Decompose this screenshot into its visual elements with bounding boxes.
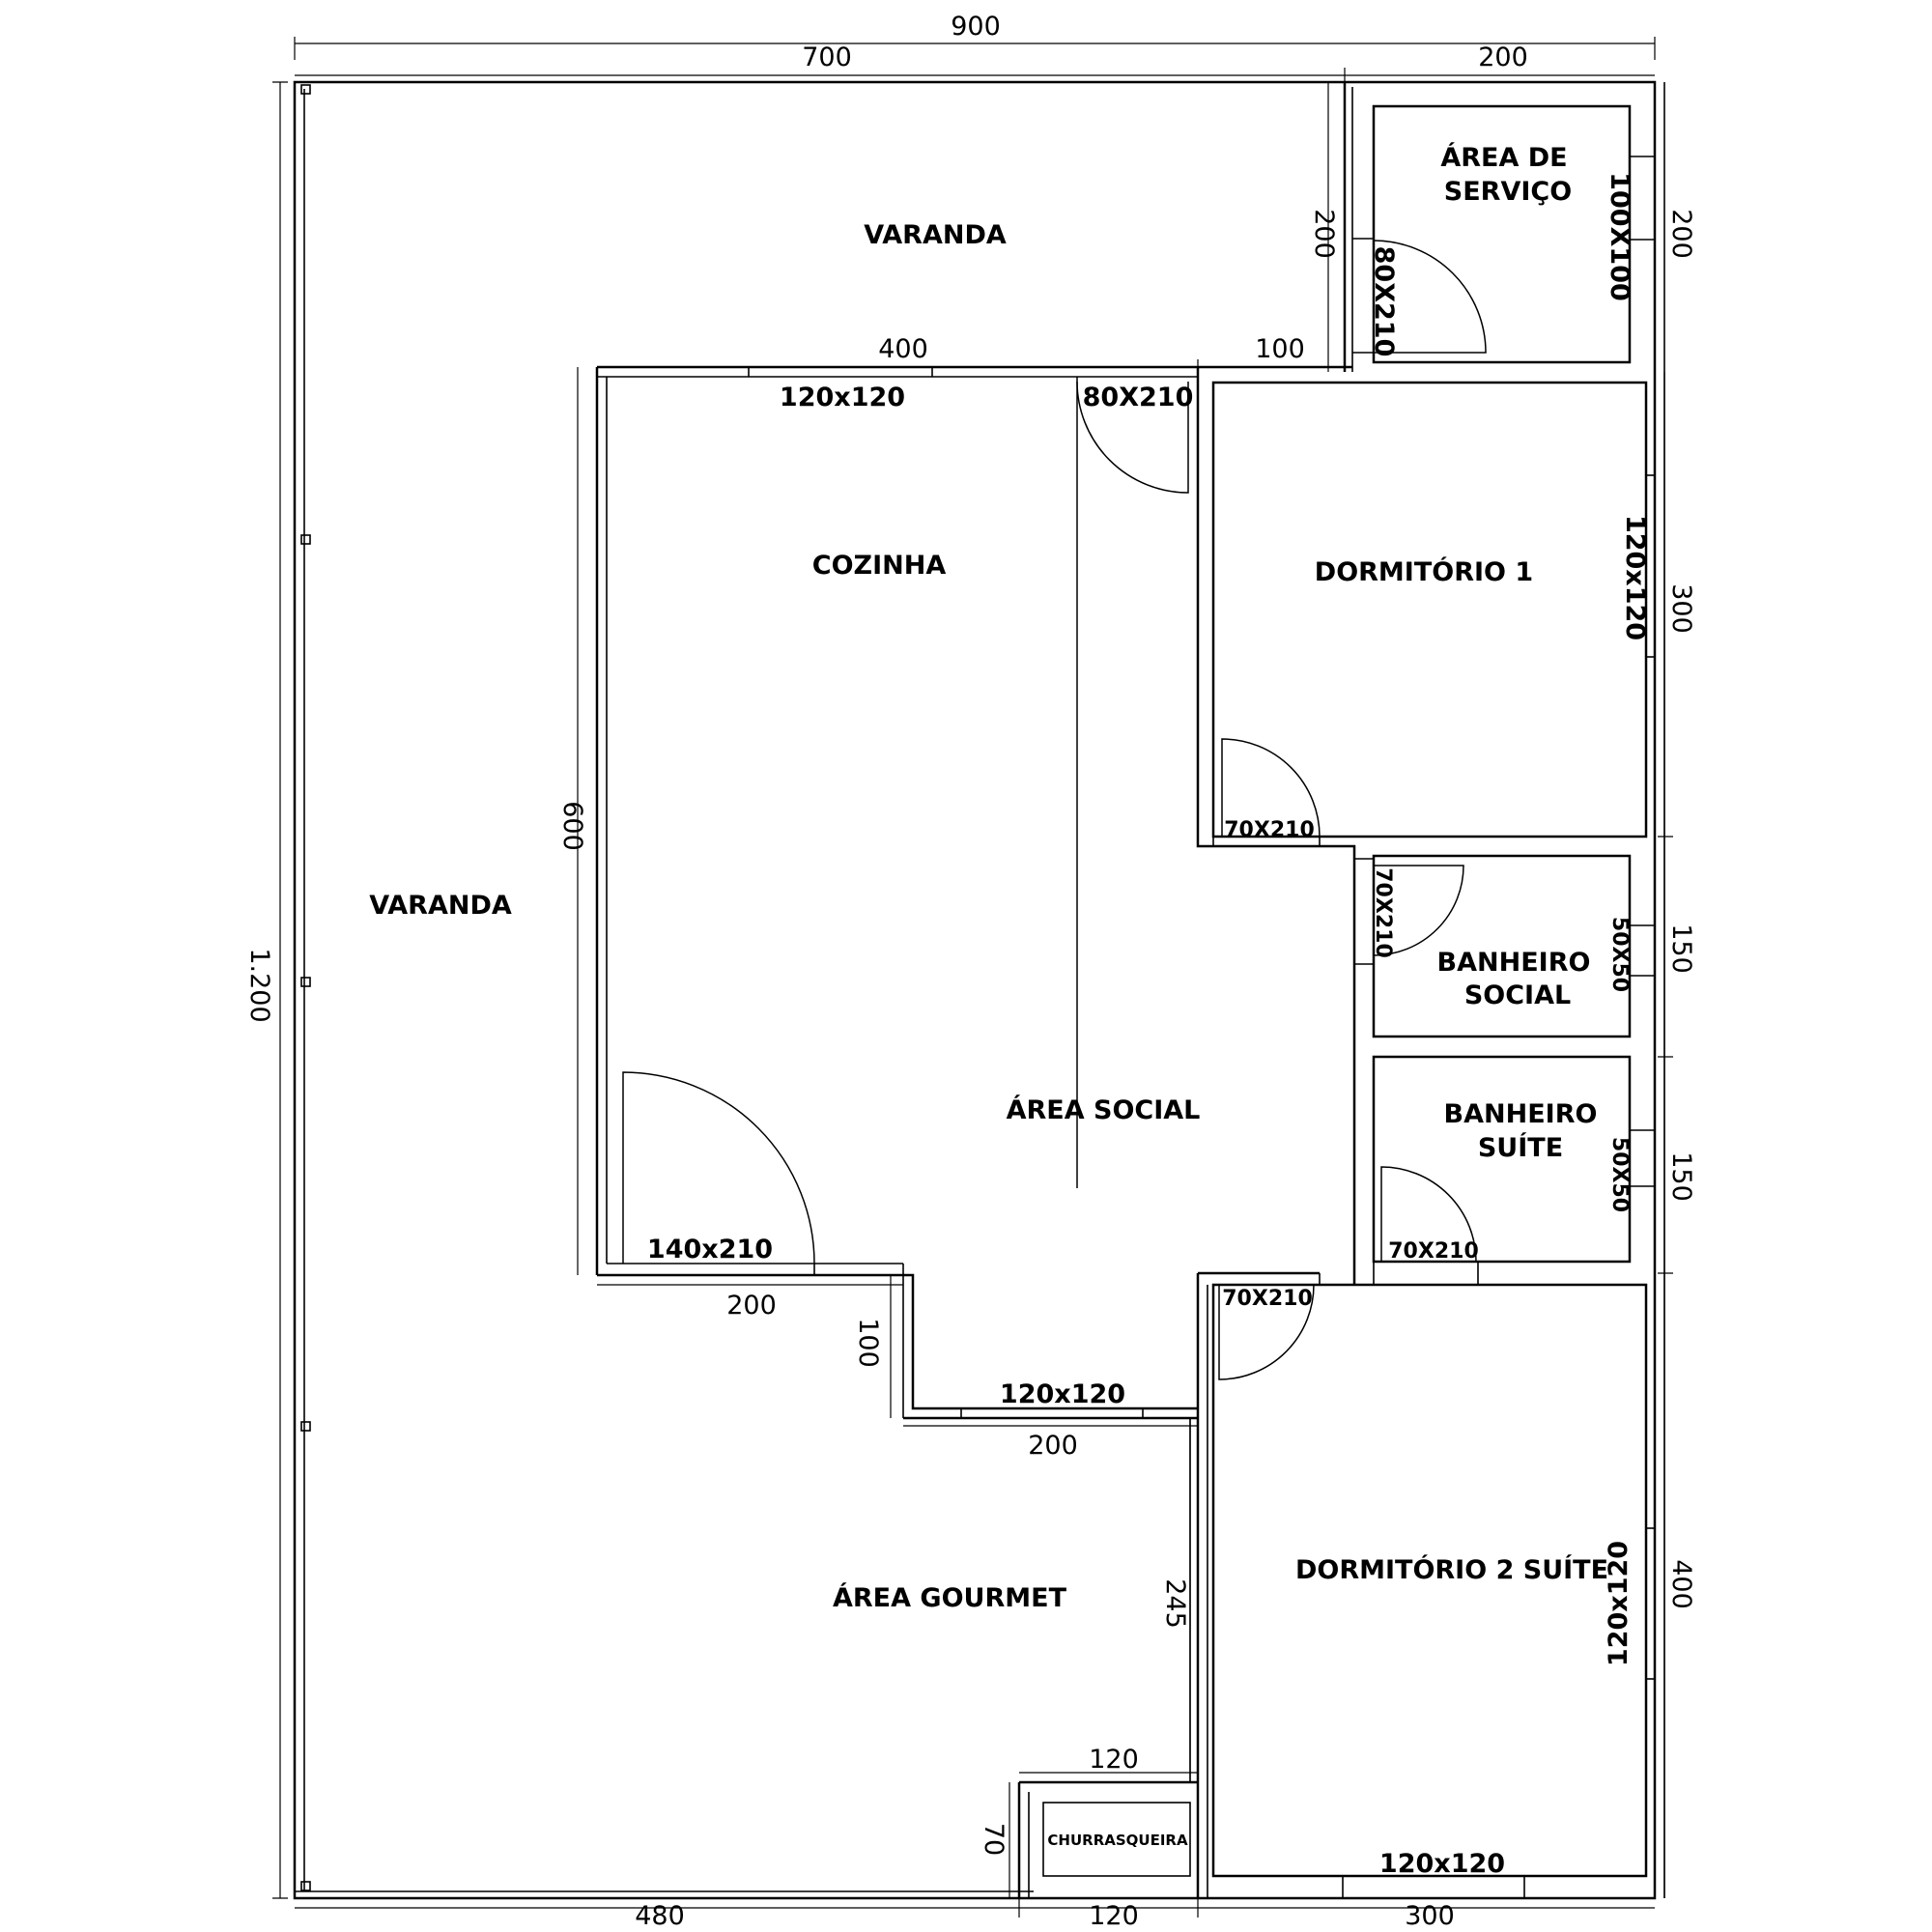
dim-label-top-left: 700 <box>802 43 852 72</box>
churrasqueira-box <box>1042 1802 1191 1877</box>
opening-label-servico-window: 100X100 <box>1605 172 1634 301</box>
opening-label-cozinha-window: 120x120 <box>780 383 905 412</box>
dim-label-right-200: 200 <box>1666 209 1696 259</box>
dim-label-step-100: 100 <box>853 1318 883 1368</box>
dim-label-bottom-480: 480 <box>635 1901 685 1931</box>
cozinha-area-social-walls <box>595 365 1352 1418</box>
room-label-banheiro-social-line2: SOCIAL <box>1464 980 1571 1010</box>
dim-label-gourmet-245: 245 <box>1160 1578 1190 1629</box>
dim-label-total-width: 900 <box>951 12 1001 42</box>
dormitorio2-walls <box>1196 1271 1655 1898</box>
room-label-varanda-top: VARANDA <box>864 220 1007 250</box>
dim-label-top-right: 200 <box>1478 43 1528 72</box>
opening-label-cozinha-door: 80X210 <box>1083 383 1194 412</box>
column-marker <box>300 977 311 987</box>
dim-label-total-height: 1.200 <box>244 948 274 1022</box>
room-label-dormitorio2: DORMITÓRIO 2 SUÍTE <box>1295 1554 1608 1585</box>
room-label-banheiro-suite-line2: SUÍTE <box>1478 1132 1563 1163</box>
opening-label-bsuite-window: 50X50 <box>1607 1137 1632 1212</box>
room-label-dormitorio1: DORMITÓRIO 1 <box>1315 556 1533 587</box>
dim-label-step-200: 200 <box>726 1291 777 1321</box>
column-marker <box>300 1881 311 1891</box>
opening-label-servico-door: 80X210 <box>1369 246 1399 357</box>
column-marker <box>300 1421 311 1432</box>
dim-label-right-150-a: 150 <box>1666 923 1696 974</box>
opening-label-dorm2-door: 70X210 <box>1222 1287 1313 1311</box>
outer-boundary <box>293 80 1665 1900</box>
opening-label-social-window: 120x120 <box>1000 1379 1125 1409</box>
column-marker <box>300 84 311 95</box>
dormitorio1-walls <box>1196 367 1655 848</box>
dim-label-churr-70: 70 <box>979 1823 1009 1856</box>
opening-label-bsocial-door: 70X210 <box>1371 867 1395 958</box>
opening-label-dorm2-window-bottom: 120x120 <box>1379 1849 1505 1879</box>
room-label-varanda-left: VARANDA <box>369 891 512 921</box>
dim-label-cozinha-top-right: 100 <box>1255 334 1305 364</box>
dim-label-cozinha-top: 400 <box>878 334 928 364</box>
dimension-lines <box>272 37 1673 1918</box>
opening-label-dorm2-window-right: 120x120 <box>1604 1541 1634 1666</box>
dim-label-right-300: 300 <box>1666 583 1696 634</box>
room-label-banheiro-social-line1: BANHEIRO <box>1437 948 1591 978</box>
room-label-banheiro-suite-line1: BANHEIRO <box>1444 1099 1598 1129</box>
gourmet-walls <box>903 1416 1198 1898</box>
dim-label-right-400: 400 <box>1666 1559 1696 1609</box>
opening-label-main-door: 140x210 <box>647 1235 773 1264</box>
room-label-area-servico-line2: SERVIÇO <box>1444 177 1572 207</box>
dim-label-step-200-b: 200 <box>1028 1431 1078 1461</box>
opening-label-bsuite-door: 70X210 <box>1388 1239 1479 1264</box>
opening-label-dorm1-door: 70X210 <box>1224 818 1315 842</box>
room-label-area-social: ÁREA SOCIAL <box>1007 1094 1201 1125</box>
dim-label-bottom-120: 120 <box>1089 1901 1139 1931</box>
area-servico-walls <box>1343 82 1655 372</box>
column-marker <box>300 534 311 545</box>
room-label-area-gourmet: ÁREA GOURMET <box>833 1582 1067 1613</box>
banheiro-social-walls <box>1320 844 1655 1285</box>
opening-label-bsocial-window: 50X50 <box>1607 917 1632 992</box>
room-label-cozinha: COZINHA <box>812 551 947 581</box>
room-label-area-servico-line1: ÁREA DE <box>1440 142 1567 173</box>
dim-label-cozinha-left: 600 <box>557 801 587 851</box>
room-label-churrasqueira: CHURRASQUEIRA <box>1047 1832 1188 1849</box>
opening-label-dorm1-window: 120x120 <box>1620 515 1650 640</box>
dim-label-churr-120: 120 <box>1089 1745 1139 1775</box>
dim-label-bottom-300: 300 <box>1405 1901 1455 1931</box>
dim-label-servico-left: 200 <box>1309 209 1339 259</box>
dim-label-right-150-b: 150 <box>1666 1151 1696 1202</box>
